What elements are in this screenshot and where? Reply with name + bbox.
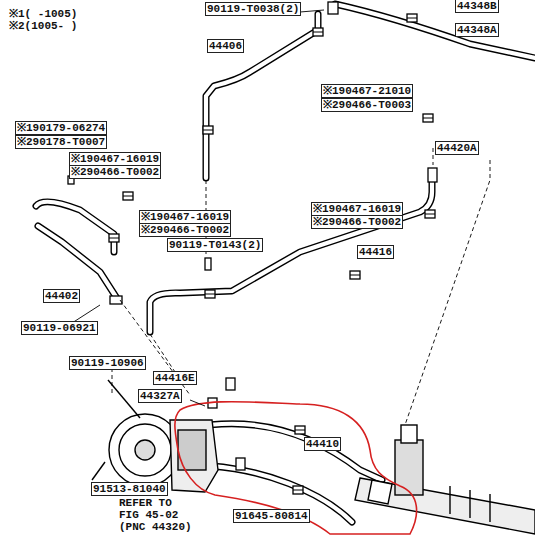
- part-number: 44348A: [456, 24, 498, 36]
- part-number: 90119-T0038(2): [206, 3, 300, 15]
- steering-rack: [355, 425, 535, 534]
- part-number: ※190467-16019: [140, 211, 230, 223]
- part-number: 44420A: [436, 142, 478, 154]
- part-number: 90119-06921: [22, 322, 97, 334]
- note-text: ※1( -1005): [8, 8, 78, 20]
- hoses: [36, 4, 535, 522]
- note-text: REFER TO: [118, 497, 173, 509]
- part-number: 44348B: [456, 0, 498, 12]
- part-number: ※190467-16019: [312, 203, 402, 215]
- part-number: ※190467-16019: [70, 153, 160, 165]
- part-number: 44327A: [139, 390, 181, 402]
- part-number: ※290466-T0002: [140, 224, 230, 236]
- highlight-outline: [175, 402, 417, 534]
- part-number: ※290466-T0002: [312, 216, 402, 228]
- part-number: 44402: [44, 290, 79, 302]
- note-text: (PNC 44320): [118, 521, 193, 533]
- part-number: 44416E: [154, 372, 196, 384]
- part-number: 91645-80814: [234, 510, 309, 522]
- part-number: ※190179-06274: [16, 122, 106, 134]
- part-number: 44406: [208, 40, 243, 52]
- part-number: ※290466-T0003: [322, 99, 412, 111]
- part-number: 90119-T0143(2): [168, 239, 262, 251]
- part-number: 44416: [358, 246, 393, 258]
- part-number: 90119-10906: [70, 357, 145, 369]
- leader-lines: [112, 148, 490, 425]
- callout-lines: [72, 10, 324, 448]
- note-text: ※2(1005- ): [8, 20, 78, 32]
- part-number: 44410: [305, 438, 340, 450]
- part-number: ※190467-21010: [322, 85, 412, 97]
- part-number: ※290178-T0007: [16, 136, 106, 148]
- part-number: 91513-81040: [92, 483, 167, 495]
- pump: [92, 380, 218, 492]
- clamps: [109, 14, 435, 494]
- part-number: ※290466-T0002: [70, 166, 160, 178]
- note-text: FIG 45-02: [118, 509, 179, 521]
- fittings: [68, 2, 437, 470]
